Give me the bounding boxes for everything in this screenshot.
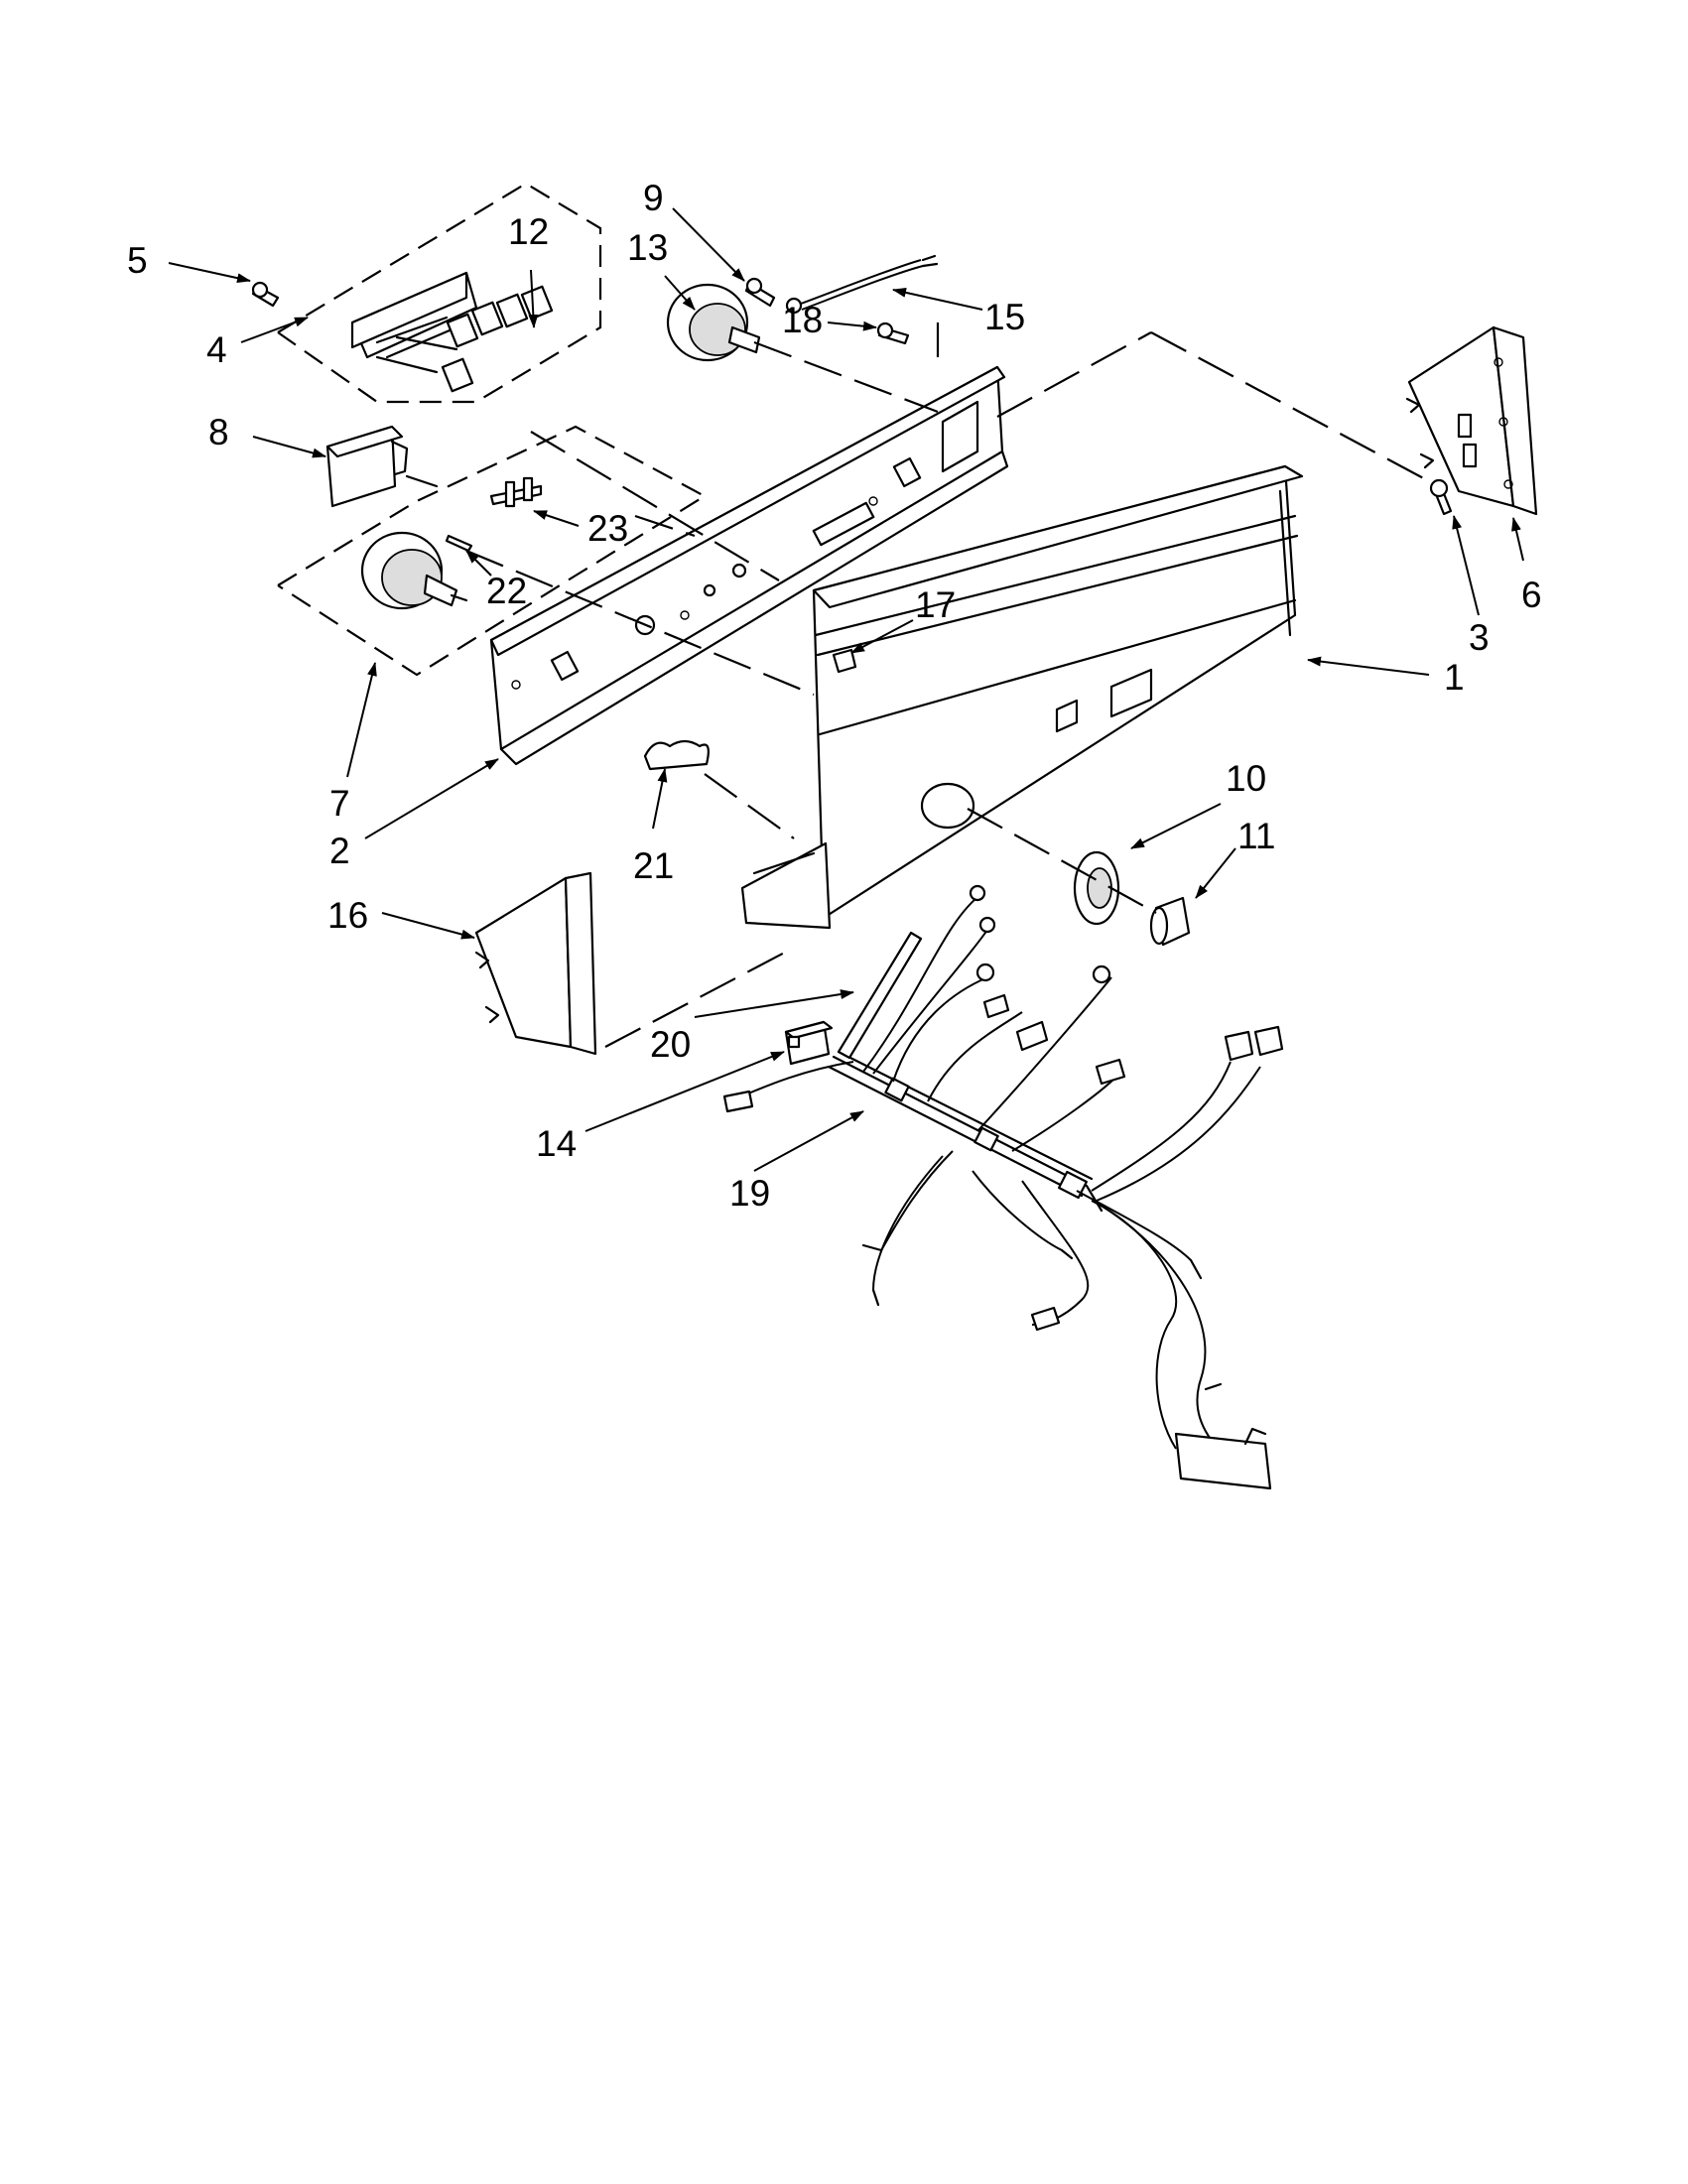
callout-18: 18: [782, 300, 823, 340]
callout-5: 5: [127, 240, 148, 281]
callout-8: 8: [208, 412, 229, 452]
clip-17: [832, 648, 857, 674]
callout-9: 9: [643, 178, 664, 218]
callout-20: 20: [650, 1024, 691, 1065]
callout-10: 10: [1226, 758, 1266, 799]
screw-9: [744, 277, 776, 308]
callout-13: 13: [627, 227, 668, 268]
switch-assembly-boundary: [277, 182, 602, 404]
reference-lines: [465, 322, 1430, 1048]
callout-23: 23: [587, 508, 628, 549]
screw-18: [876, 321, 910, 345]
console-panel: [740, 464, 1304, 930]
timer: [360, 531, 468, 610]
ground-wire: [785, 254, 939, 315]
callout-14: 14: [536, 1123, 577, 1164]
wire-harness: [722, 884, 1284, 1490]
callout-3: 3: [1469, 617, 1490, 658]
timer-motor: [325, 425, 439, 508]
callout-19: 19: [729, 1173, 770, 1214]
callout-15: 15: [984, 297, 1025, 337]
left-end-cap: [474, 871, 597, 1056]
screw-5: [251, 281, 280, 308]
control-knob: [1149, 896, 1191, 947]
callout-12: 12: [508, 211, 549, 252]
timer-shaft: [445, 534, 473, 553]
harness-bracket: [837, 931, 923, 1060]
callout-labels: 1 2 3 4 5 6 7 8 9 10 11 12 13 14 15 16 1…: [127, 178, 1542, 1214]
callout-22: 22: [486, 571, 527, 611]
callout-16: 16: [327, 895, 368, 936]
callout-2: 2: [329, 831, 350, 871]
push-button-switch-assembly: [350, 271, 554, 393]
right-end-cap: [1405, 325, 1538, 516]
callout-4: 4: [206, 329, 227, 370]
timer-assembly-boundary: [277, 425, 708, 677]
leader-arrows: [168, 207, 1524, 1172]
callout-6: 6: [1521, 575, 1542, 615]
callout-17: 17: [915, 584, 956, 625]
callout-11: 11: [1237, 816, 1275, 856]
clip-21: [643, 739, 710, 771]
callout-1: 1: [1444, 657, 1465, 698]
coupler-23: [489, 476, 543, 508]
control-bracket: [489, 365, 1009, 766]
knob-skirt: [1073, 850, 1120, 926]
callout-21: 21: [633, 845, 674, 886]
screw-3: [1429, 478, 1453, 516]
harness-connector-block: [784, 1020, 834, 1066]
callout-7: 7: [329, 783, 350, 824]
